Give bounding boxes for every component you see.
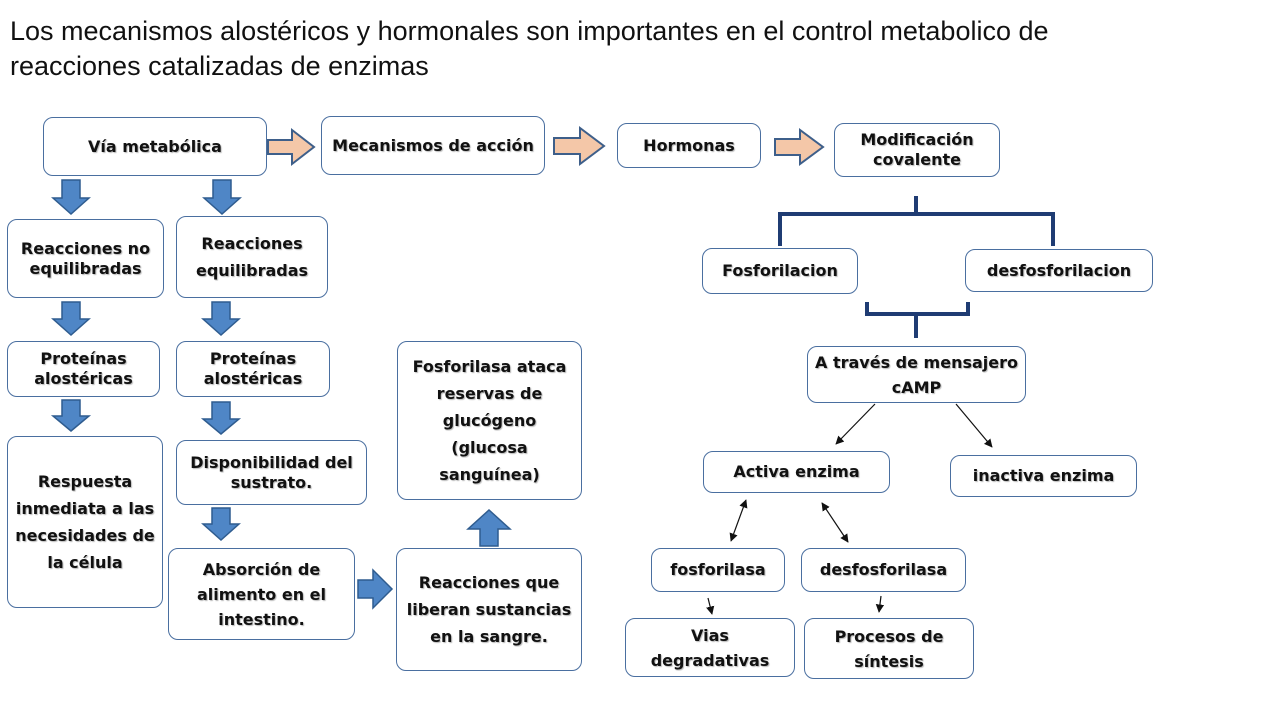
right-arrows [267,126,825,167]
hormonas-box: Hormonas [617,123,761,168]
via-metabolica-box: Vía metabólica [43,117,267,176]
proteinas-alostericas-1-box: Proteínas alostéricas [7,341,160,397]
reacciones-equilibradas-box: Reacciones equilibradas [176,216,328,298]
down-arrow-2 [202,179,242,216]
arrow-camp-activa [835,403,876,445]
activa-enzima-box: Activa enzima [703,451,890,493]
arrow-activa-fosforilasa [729,499,748,542]
arrow-fosforilasa-vias [706,597,715,615]
arrow-desfosforilasa-procesos [875,595,885,613]
thin-arrows [706,403,993,615]
reacciones-no-equilibradas-box: Reacciones no equilibradas [7,219,164,298]
absorcion-box: Absorción de alimento en el intestino. [168,548,355,640]
down-arrow-1 [51,179,91,216]
arrow-camp-inactiva [955,403,993,448]
reacciones-liberan-box: Reacciones que liberan sustancias en la … [396,548,582,671]
right-arrow-2 [553,126,606,166]
fosforilacion-box: Fosforilacion [702,248,858,294]
fosforilasa-ataca-box: Fosforilasa ataca reservas de glucógeno … [397,341,582,500]
inactiva-enzima-box: inactiva enzima [950,455,1137,497]
bracket-bottom [865,302,970,338]
down-arrows [50,179,242,542]
desfosforilasa-box: desfosforilasa [801,548,966,592]
camp-box: A través de mensajero cAMP [807,346,1026,403]
vias-degradativas-box: Vias degradativas [625,618,795,677]
respuesta-box: Respuesta inmediata a las necesidades de… [7,436,163,608]
slide-title: Los mecanismos alostéricos y hormonales … [10,16,1049,81]
down-arrow-3 [51,301,91,337]
down-arrow-4 [201,301,241,337]
up-block-arrow [466,508,512,547]
bracket-top [778,196,1055,246]
fosforilasa-box: fosforilasa [651,548,785,592]
down-arrow-5 [50,399,92,432]
mecanismos-box: Mecanismos de acción [321,116,545,175]
down-arrow-6 [200,401,242,435]
procesos-sintesis-box: Procesos de síntesis [804,618,974,679]
right-arrow-1 [267,127,316,167]
arrow-activa-desfosforilasa [821,502,849,543]
right-block-arrow [357,568,394,610]
right-arrow-3 [774,128,825,166]
down-arrow-7 [201,507,241,542]
desfosforilacion-box: desfosforilacion [965,249,1153,292]
proteinas-alostericas-2-box: Proteínas alostéricas [176,341,330,397]
disponibilidad-box: Disponibilidad del sustrato. [176,440,367,505]
modificacion-box: Modificación covalente [834,123,1000,177]
